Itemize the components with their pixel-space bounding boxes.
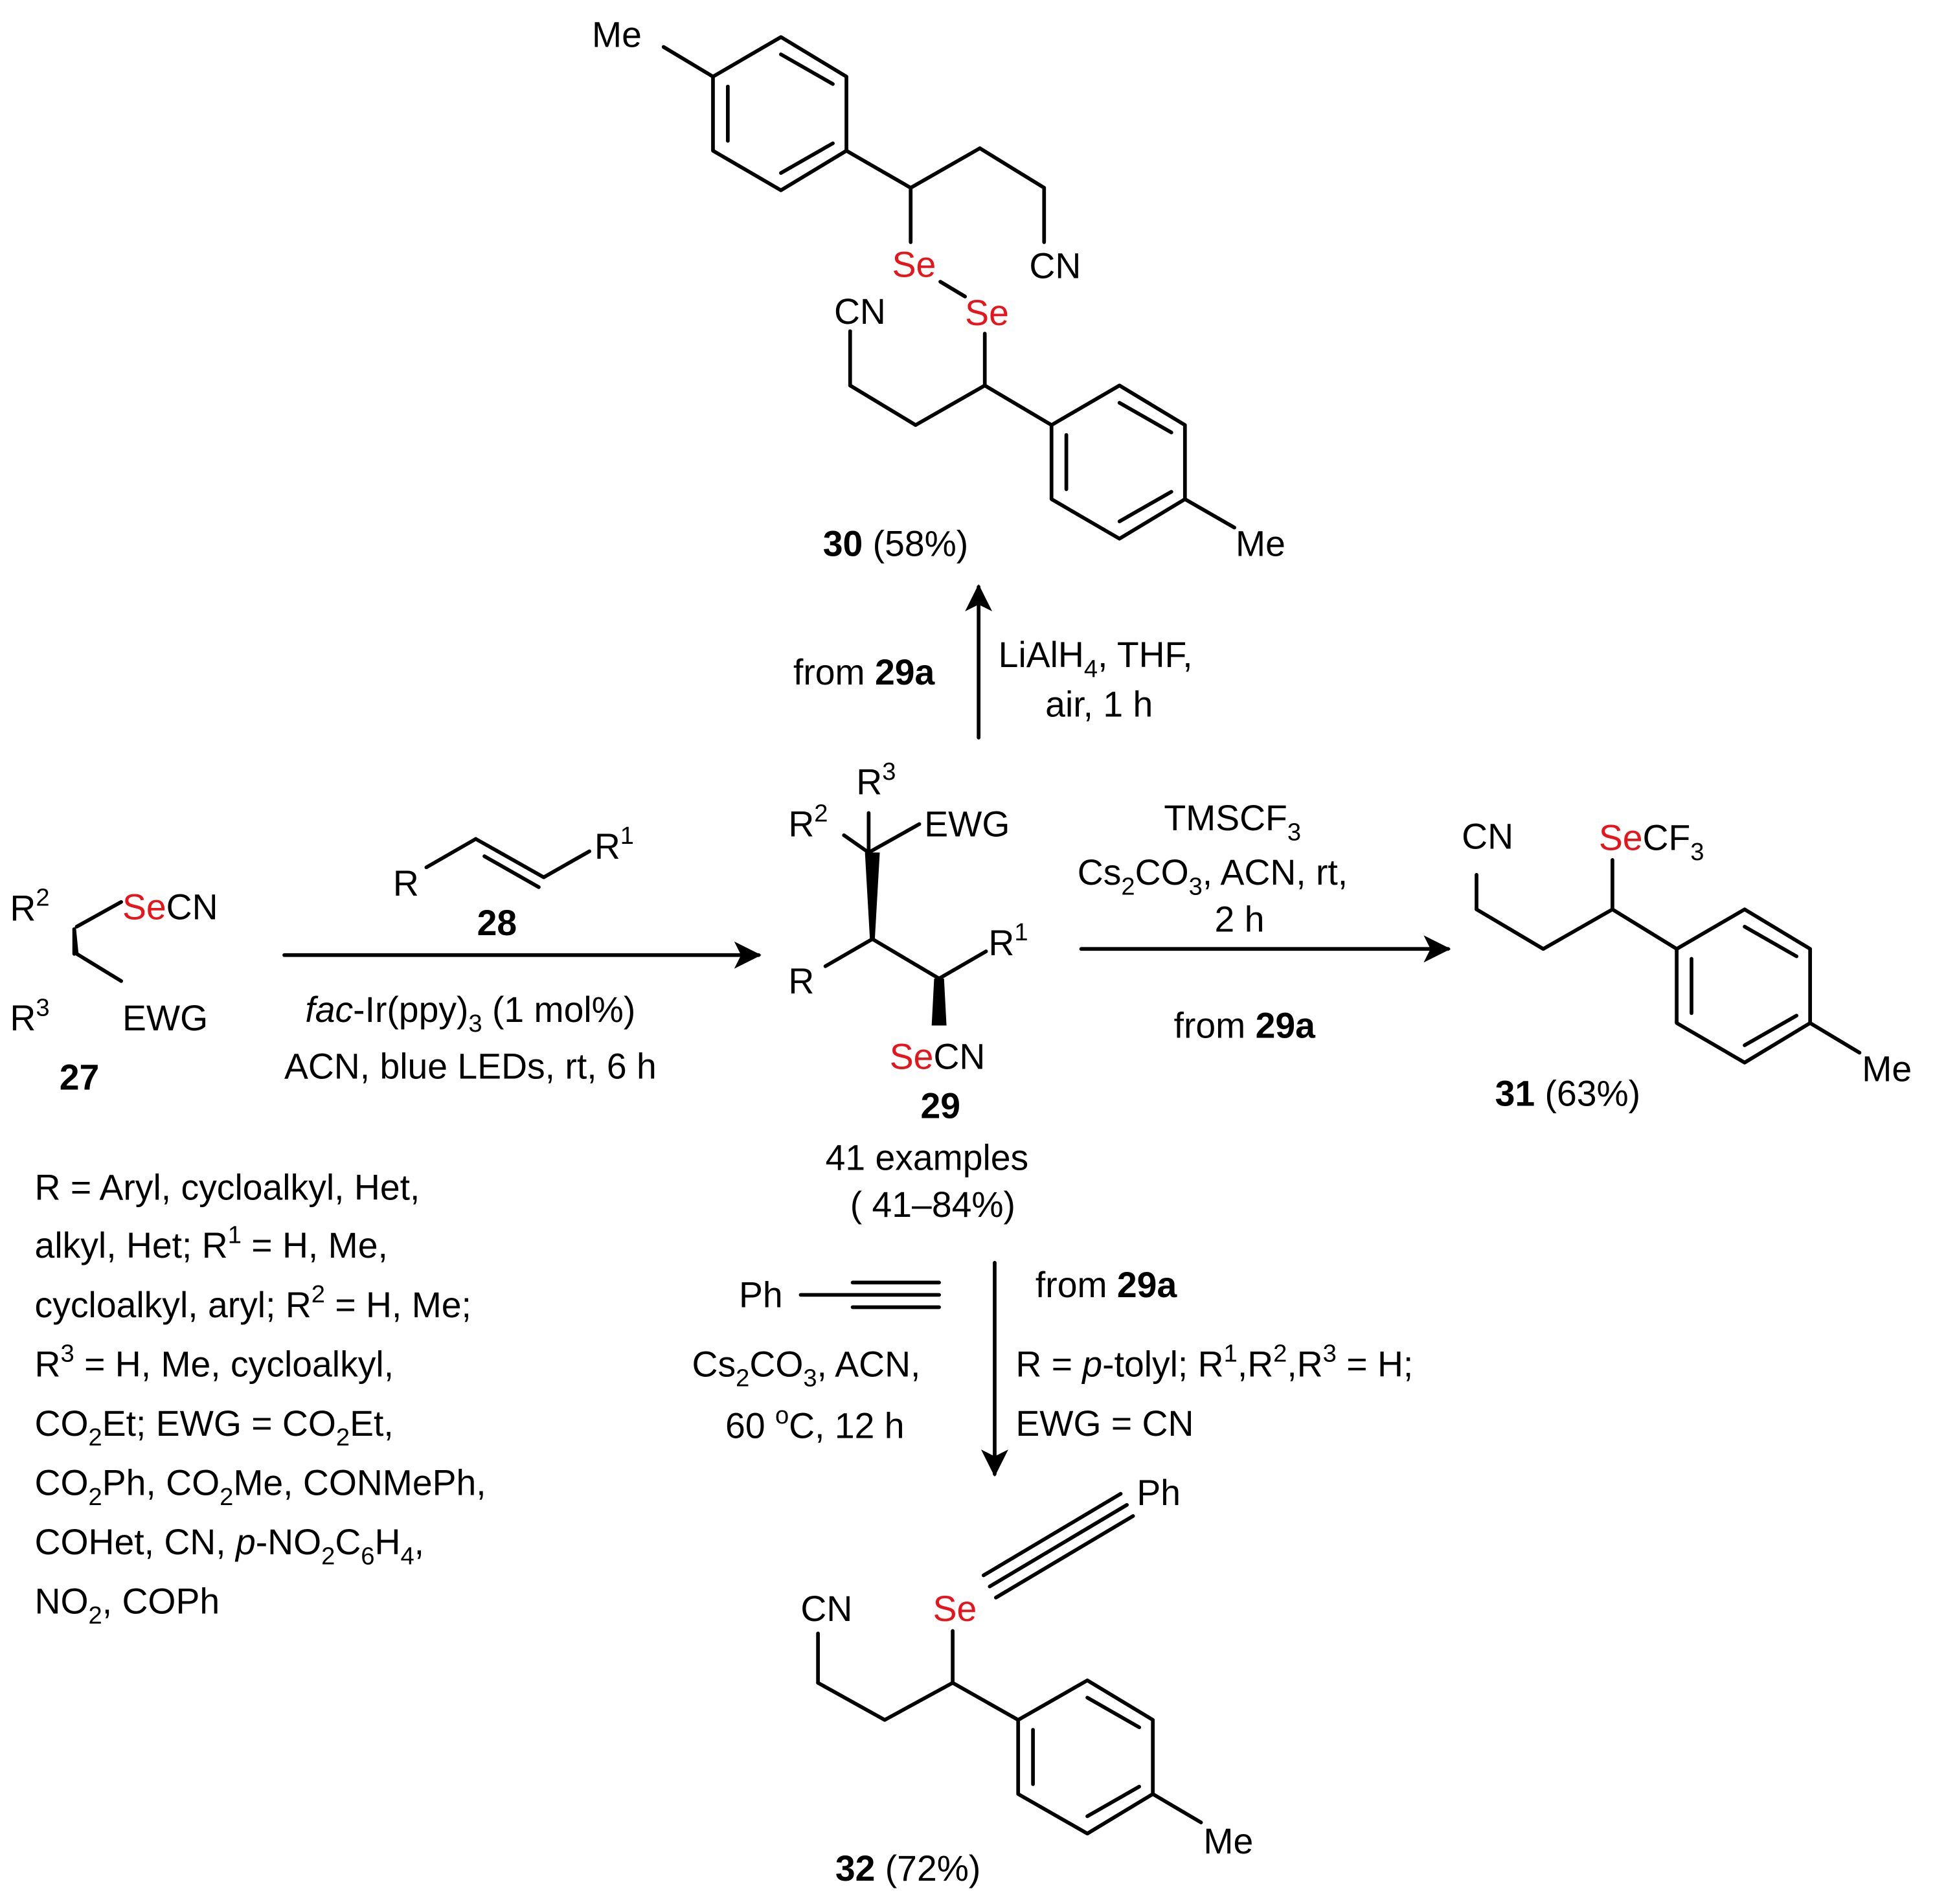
- compound-29: R3 R2 EWG R R1 SeCN 29 41 examples ( 41–…: [788, 758, 1028, 1225]
- compound-31-bonds: [1475, 858, 1862, 1065]
- compound-30-bonds: [661, 35, 1236, 541]
- to30-source: from 29a: [793, 652, 936, 692]
- c27-label: 27: [60, 1058, 100, 1098]
- c30-se-2: Se: [965, 293, 1009, 333]
- svg-text:R3: R3: [10, 993, 49, 1038]
- compound-30: Me Se CN CN Se Me 30 (58%): [592, 14, 1285, 563]
- c32-methyl: Me: [1203, 1821, 1253, 1861]
- svg-text:EWG = CN: EWG = CN: [1015, 1403, 1194, 1444]
- c32-se: Se: [933, 1589, 977, 1629]
- c29-examples: 41 examples: [826, 1138, 1029, 1178]
- svg-text:R2: R2: [10, 883, 49, 928]
- compound-29-bonds: [823, 811, 988, 980]
- scope-definitions: R = Aryl, cycloalkyl, Het, alkyl, Het; R…: [35, 1168, 486, 1629]
- c30-nitrile-1: CN: [1029, 245, 1081, 286]
- compound-27-bonds: [72, 900, 123, 983]
- svg-text:CO2Ph, CO2Me, CONMePh,: CO2Ph, CO2Me, CONMePh,: [35, 1463, 486, 1511]
- c28-label: 28: [477, 903, 517, 943]
- conditions-to-30: from 29a LiAlH4, THF, air, 1 h: [793, 635, 1193, 724]
- c30-label: 30 (58%): [823, 524, 968, 564]
- to30-line2: air, 1 h: [1045, 685, 1153, 725]
- svg-text:alkyl, Het; R1 = H, Me,: alkyl, Het; R1 = H, Me,: [35, 1221, 388, 1265]
- svg-text:R3 = H, Me, cycloalkyl,: R3 = H, Me, cycloalkyl,: [35, 1339, 394, 1384]
- svg-text:R = Aryl, cycloalkyl, Het,: R = Aryl, cycloalkyl, Het,: [35, 1168, 420, 1208]
- main-conditions: ACN, blue LEDs, rt, 6 h: [284, 1047, 657, 1087]
- conditions-to-31: TMSCF3 Cs2CO3, ACN, rt, 2 h from 29a: [1078, 798, 1348, 1046]
- c31-nitrile: CN: [1462, 817, 1513, 857]
- compound-32-bonds: [816, 1491, 1203, 1836]
- svg-text:from 29a: from 29a: [1035, 1265, 1178, 1305]
- c32-label: 32 (72%): [835, 1848, 980, 1888]
- svg-text:2 h: 2 h: [1215, 900, 1265, 940]
- c29-label: 29: [921, 1086, 961, 1126]
- compound-31: CN SeCF3 Me 31 (63%): [1462, 817, 1912, 1114]
- c30-nitrile-2: CN: [834, 291, 886, 332]
- c30-methyl-bottom: Me: [1236, 524, 1285, 564]
- compound-28-bonds: [424, 837, 592, 889]
- catalyst: fac-Ir(ppy)3 (1 mol%): [305, 990, 635, 1037]
- compound-28: R R1 28: [393, 822, 634, 943]
- svg-text:R = p-tolyl; R1,R2,R3 = H;: R = p-tolyl; R1,R2,R3 = H;: [1015, 1339, 1413, 1384]
- svg-text:COHet, CN, p-NO2C6H4,: COHet, CN, p-NO2C6H4,: [35, 1522, 425, 1570]
- svg-text:R: R: [788, 961, 814, 1001]
- svg-text:R3: R3: [856, 758, 896, 802]
- svg-text:R: R: [393, 863, 419, 903]
- svg-text:Cs2CO3, ACN,: Cs2CO3, ACN,: [692, 1344, 921, 1392]
- svg-text:R1: R1: [988, 918, 1028, 963]
- c27-ewg: EWG: [122, 998, 208, 1038]
- c29-yield: ( 41–84%): [850, 1184, 1015, 1225]
- c32-nitrile: CN: [800, 1589, 852, 1629]
- c32-phenyl: Ph: [1137, 1473, 1181, 1513]
- conditions-to-32: Ph Cs2CO3, ACN, 60 oC, 12 h from 29a R =…: [692, 1265, 1414, 1445]
- svg-text:CO2Et; EWG = CO2Et,: CO2Et; EWG = CO2Et,: [35, 1403, 394, 1451]
- svg-text:cycloalkyl, aryl; R2 = H, Me;: cycloalkyl, aryl; R2 = H, Me;: [35, 1280, 471, 1325]
- c29-secn: SeCN: [890, 1036, 986, 1076]
- c30-methyl-top: Me: [592, 14, 642, 54]
- c31-secf3: SeCF3: [1599, 818, 1704, 866]
- svg-text:TMSCF3: TMSCF3: [1164, 798, 1301, 846]
- compound-32: Ph CN Se Me 32 (72%): [800, 1473, 1253, 1888]
- compound-29-wedges: [865, 852, 947, 1026]
- svg-text:Cs2CO3, ACN, rt,: Cs2CO3, ACN, rt,: [1078, 852, 1348, 900]
- c29-ewg: EWG: [924, 804, 1010, 844]
- c27-secn: SeCN: [122, 887, 218, 927]
- c31-label: 31 (63%): [1495, 1074, 1640, 1114]
- c31-methyl: Me: [1862, 1048, 1912, 1089]
- alkyne-ph: Ph: [739, 1275, 783, 1315]
- to30-reagent: LiAlH4, THF,: [999, 635, 1193, 683]
- svg-text:NO2, COPh: NO2, COPh: [35, 1581, 220, 1629]
- svg-text:60 oC, 12 h: 60 oC, 12 h: [725, 1401, 904, 1446]
- conditions-main: fac-Ir(ppy)3 (1 mol%) ACN, blue LEDs, rt…: [284, 990, 657, 1087]
- svg-text:R1: R1: [594, 822, 634, 867]
- compound-27: R2 SeCN R3 EWG 27: [10, 883, 218, 1097]
- phenylacetylene-bonds: [798, 1280, 941, 1309]
- svg-text:R2: R2: [788, 800, 828, 844]
- svg-text:from 29a: from 29a: [1174, 1006, 1317, 1046]
- c30-se-1: Se: [892, 244, 936, 284]
